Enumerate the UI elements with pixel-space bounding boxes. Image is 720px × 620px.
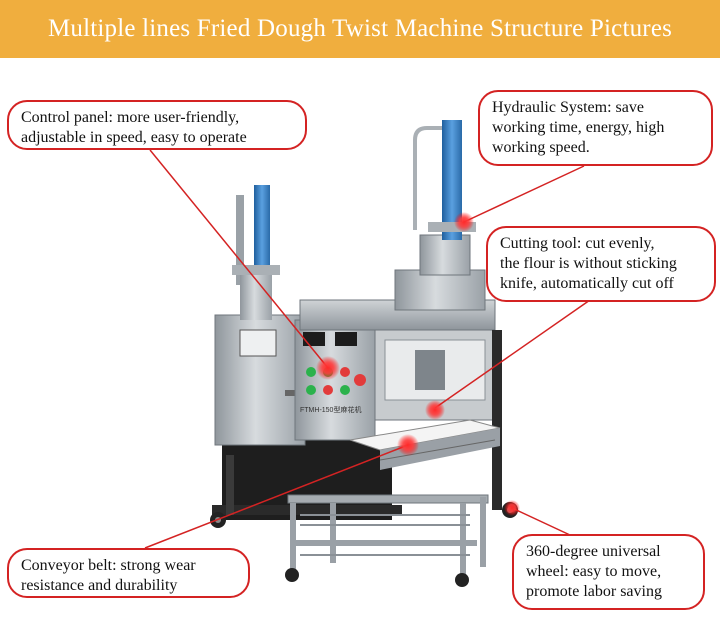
callout-hydraulic-line: Hydraulic System: save [492, 99, 644, 116]
callout-cutting-line: Cutting tool: cut evenly, [500, 235, 655, 252]
dot-wheel [504, 500, 520, 516]
dot-conveyor [397, 434, 419, 456]
left-base-frame [212, 440, 402, 520]
collection-stand [287, 494, 489, 578]
dot-control-panel [316, 356, 340, 380]
callout-conveyor-line: Conveyor belt: strong wear [21, 557, 196, 574]
conveyor-belt [349, 419, 501, 470]
title-banner: Multiple lines Fried Dough Twist Machine… [0, 0, 720, 58]
connector-control-panel [149, 149, 329, 369]
cutter-frame [374, 329, 502, 510]
callout-cutting-tool: Cutting tool: cut evenly, the flour is w… [486, 226, 716, 302]
callout-control-panel-line: Control panel: more user-friendly, [21, 109, 240, 126]
callout-cutting-line: knife, automatically cut off [500, 275, 674, 292]
right-hydraulic-column [413, 120, 476, 240]
upper-housing [299, 234, 496, 331]
callout-conveyor-belt: Conveyor belt: strong wear resistance an… [7, 548, 250, 598]
callout-universal-wheel: 360-degree universal wheel: easy to move… [512, 534, 705, 610]
callout-wheel-line: wheel: easy to move, [526, 563, 662, 580]
left-hydraulic-column [232, 185, 280, 320]
control-cabinet: FTMH-150型麻花机 [294, 319, 376, 441]
dot-hydraulic [454, 212, 474, 232]
connector-conveyor [144, 444, 409, 549]
callout-conveyor-line: resistance and durability [21, 577, 178, 594]
page-title: Multiple lines Fried Dough Twist Machine… [47, 15, 673, 42]
callout-wheel-line: 360-degree universal [526, 543, 661, 560]
callout-control-panel-line: adjustable in speed, easy to operate [21, 129, 247, 146]
connector-cutting [434, 299, 591, 409]
callout-cutting-line: the flour is without sticking [500, 255, 677, 272]
connector-hydraulic [463, 165, 585, 223]
callout-hydraulic-line: working speed. [492, 139, 590, 156]
callout-wheel-line: promote labor saving [526, 583, 662, 600]
left-cabinet [214, 314, 306, 446]
callout-hydraulic-line: working time, energy, high [492, 119, 665, 136]
machine-plate-text: FTMH-150型麻花机 [300, 405, 361, 414]
callout-control-panel: Control panel: more user-friendly, adjus… [7, 100, 307, 150]
highlight-dots [316, 212, 520, 516]
dot-cutting [425, 400, 445, 420]
callout-hydraulic: Hydraulic System: save working time, ene… [478, 90, 713, 166]
